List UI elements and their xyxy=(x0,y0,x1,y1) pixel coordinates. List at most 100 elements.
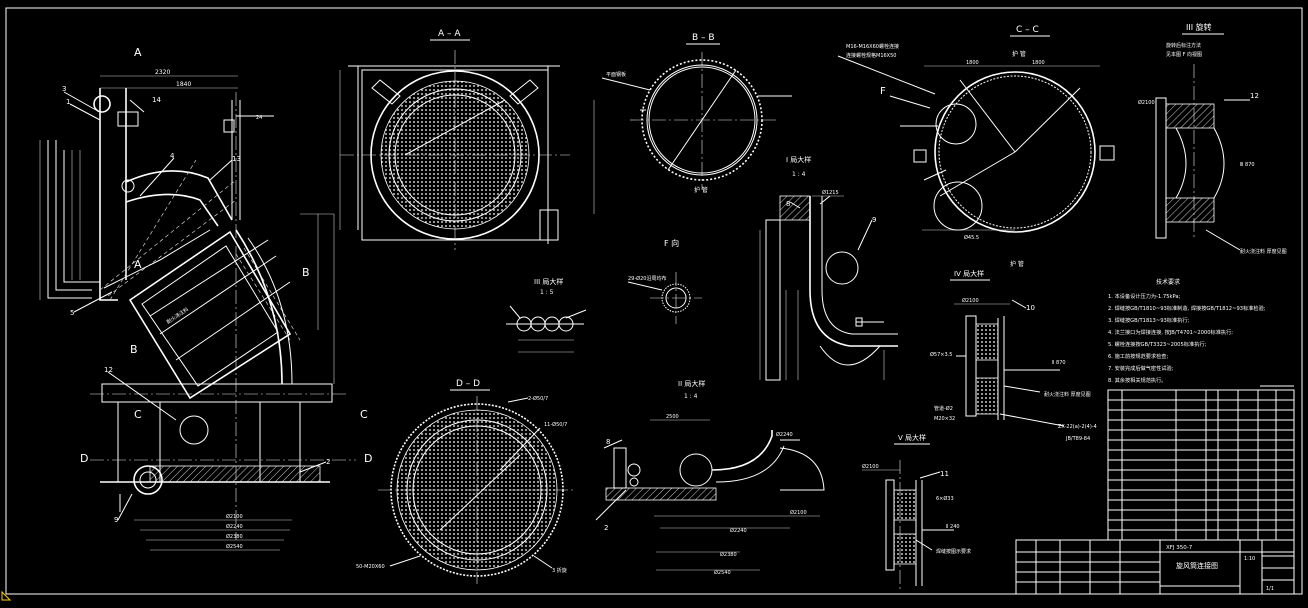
svg-text:Ø2240: Ø2240 xyxy=(730,527,747,534)
detail-v-title: V 局大样 xyxy=(898,433,926,442)
detail-iii-view: III 局大样 1 : 5 xyxy=(506,277,587,353)
cut-label-c-left: C xyxy=(134,408,142,421)
balloon-9: 9 xyxy=(114,516,118,524)
svg-text:护 管: 护 管 xyxy=(694,186,708,194)
dim-d2100: Ø2100 xyxy=(226,513,243,520)
svg-text:Ø2380: Ø2380 xyxy=(720,551,737,558)
sheet-frame xyxy=(5,7,1303,595)
svg-text:Ø2100: Ø2100 xyxy=(1138,99,1155,106)
section-aa-title: A – A xyxy=(438,29,461,39)
cut-label-b-right: B xyxy=(302,266,310,279)
note-5: 5. 螺栓连接按GB/T3323~2005标准执行; xyxy=(1108,340,1207,348)
detail-iii-title: III 局大样 xyxy=(534,277,563,286)
parts-list-rows xyxy=(1108,399,1294,531)
technical-notes: 技术要求 1. 本设备设计压力为-1.75kPa; 2. 焊缝按GB/T1810… xyxy=(1108,278,1266,384)
svg-text:Ⅲ 870: Ⅲ 870 xyxy=(1240,162,1255,168)
svg-text:8: 8 xyxy=(786,200,790,208)
svg-text:Ⅱ 870: Ⅱ 870 xyxy=(1052,360,1066,366)
section-bb-view: B – B 平面钢板 护 管 xyxy=(601,33,792,194)
section-aa-view: A – A xyxy=(339,29,595,250)
dim-24: 24 xyxy=(256,115,262,121)
detail-ii-view: II 局大样 1 : 4 2500 Ø2100 Ø2240 Ø2380 Ø254… xyxy=(595,379,825,576)
svg-text:F: F xyxy=(880,86,886,97)
section-dd-title: D – D xyxy=(456,379,480,389)
balloon-5: 5 xyxy=(70,309,74,317)
dim-d2380: Ø2380 xyxy=(226,533,243,540)
note-6: 6. 施工前按规范要求检查; xyxy=(1108,352,1168,360)
note-1: 1. 本设备设计压力为-1.75kPa; xyxy=(1108,292,1181,300)
svg-text:10: 10 xyxy=(1026,304,1035,312)
svg-text:2-Ø50/7: 2-Ø50/7 xyxy=(528,395,548,402)
svg-text:护 管: 护 管 xyxy=(1012,50,1026,58)
detail-ii-scale: 1 : 4 xyxy=(684,393,698,400)
svg-text:11-Ø50/7: 11-Ø50/7 xyxy=(544,421,567,428)
cut-label-a-bottom: A xyxy=(134,258,142,271)
cut-label-a-top: A xyxy=(134,46,142,59)
detail-ii-title: II 局大样 xyxy=(678,379,705,388)
svg-text:管道-Ø2: 管道-Ø2 xyxy=(934,405,953,412)
drawing-scale: 1:10 xyxy=(1244,556,1255,562)
detail-iii-scale: 1 : 5 xyxy=(540,289,554,296)
cut-label-c-right: C xyxy=(360,408,368,421)
svg-text:Ø2100: Ø2100 xyxy=(862,463,879,470)
svg-text:2500: 2500 xyxy=(666,414,679,420)
balloon-2: 2 xyxy=(326,458,330,466)
svg-text:M16-M16X60螺栓连接: M16-M16X60螺栓连接 xyxy=(846,43,899,50)
rotate-view-title: III 旋转 xyxy=(1186,22,1212,32)
balloon-13: 13 xyxy=(232,155,241,163)
svg-text:1800: 1800 xyxy=(1032,60,1045,66)
svg-text:JB/T89-84: JB/T89-84 xyxy=(1065,436,1090,442)
svg-text:Ø2100: Ø2100 xyxy=(962,297,979,304)
detail-iv-title: IV 局大样 xyxy=(954,269,984,278)
svg-text:ZX-22(a)-2(4)-4: ZX-22(a)-2(4)-4 xyxy=(1058,424,1097,430)
drawing-title: 旋风筒连接图 xyxy=(1176,561,1218,570)
svg-text:M20×32: M20×32 xyxy=(934,416,955,422)
f-view-title: F 向 xyxy=(664,238,679,248)
cut-label-d-left: D xyxy=(80,452,88,465)
section-cc-title: C – C xyxy=(1016,25,1039,35)
section-dd-view: D – D 2-Ø50/7 11-Ø50/7 50-M20X60 3 折旋 xyxy=(356,379,576,584)
svg-text:Ø57×3.5: Ø57×3.5 xyxy=(930,351,952,358)
title-block: XFJ 350-7 旋风筒连接图 1:10 1/1 xyxy=(1015,539,1295,595)
note-8: 8. 其余按相关规范执行。 xyxy=(1108,376,1166,384)
svg-text:连接螺栓规格M16X50: 连接螺栓规格M16X50 xyxy=(846,52,896,59)
refractory-note-top: 耐火浇注料 厚度见图 xyxy=(1240,248,1287,255)
svg-text:平面钢板: 平面钢板 xyxy=(606,71,626,78)
svg-text:8: 8 xyxy=(606,438,610,446)
svg-text:Ø45.5: Ø45.5 xyxy=(964,234,979,241)
note-2: 2. 焊缝按GB/T1810~93标准制造, 焊接按GB/T1812~93标准检… xyxy=(1108,304,1266,312)
svg-text:Ø2540: Ø2540 xyxy=(714,569,731,576)
balloon-14: 14 xyxy=(152,96,161,104)
svg-text:6×Ø33: 6×Ø33 xyxy=(936,495,954,502)
f-view: F 向 29-Ø20沿周均布 xyxy=(627,238,702,324)
svg-text:50-M20X60: 50-M20X60 xyxy=(356,564,385,570)
balloon-1a: 1 xyxy=(66,98,70,106)
dim-d2240: Ø2240 xyxy=(226,523,243,530)
section-bb-title: B – B xyxy=(692,33,715,43)
svg-text:Ø2240: Ø2240 xyxy=(776,431,793,438)
balloon-3: 3 xyxy=(62,85,66,93)
svg-text:29-Ø20沿周均布: 29-Ø20沿周均布 xyxy=(628,275,666,282)
rotate-view: III 旋转 旋转后标注方法 见本图 F 向视图 12 Ⅲ 870 Ø2100 … xyxy=(1138,22,1287,255)
weld-note: 焊缝按图示要求 xyxy=(936,548,971,555)
main-elevation-view: A A B B C C D D 2320 1840 xyxy=(39,46,372,551)
detail-iv-view: IV 局大样 10 Ø2100 Ø57×3.5 Ⅱ 870 耐火浇注料 厚度见图… xyxy=(930,269,1097,442)
cut-label-b-left: B xyxy=(130,343,138,356)
svg-text:9: 9 xyxy=(872,216,876,224)
svg-text:3 折旋: 3 折旋 xyxy=(552,567,567,574)
detail-v-view: V 局大样 11 6×Ø33 Ø2100 Ⅱ 240 焊缝按图示要求 xyxy=(862,433,971,592)
svg-text:Ⅱ 240: Ⅱ 240 xyxy=(946,524,960,530)
dim-d2540: Ø2540 xyxy=(226,543,243,550)
dim-1840: 1840 xyxy=(176,81,191,88)
note-4: 4. 法兰接口为焊接连接, 按JB/T4701~2000标准执行; xyxy=(1108,328,1233,336)
drawing-number: XFJ 350-7 xyxy=(1166,545,1193,551)
ucs-icon xyxy=(1,590,12,601)
detail-i-title: I 局大样 xyxy=(786,155,811,164)
parts-list-table xyxy=(1107,385,1295,541)
refractory-note-mid: 耐火浇注料 厚度见图 xyxy=(1044,391,1091,398)
svg-text:Ø2100: Ø2100 xyxy=(790,509,807,516)
balloon-4: 4 xyxy=(170,152,175,160)
dim-2320: 2320 xyxy=(155,69,170,76)
detail-i-view: I 局大样 1 : 4 9 8 Ø1215 xyxy=(759,155,898,381)
